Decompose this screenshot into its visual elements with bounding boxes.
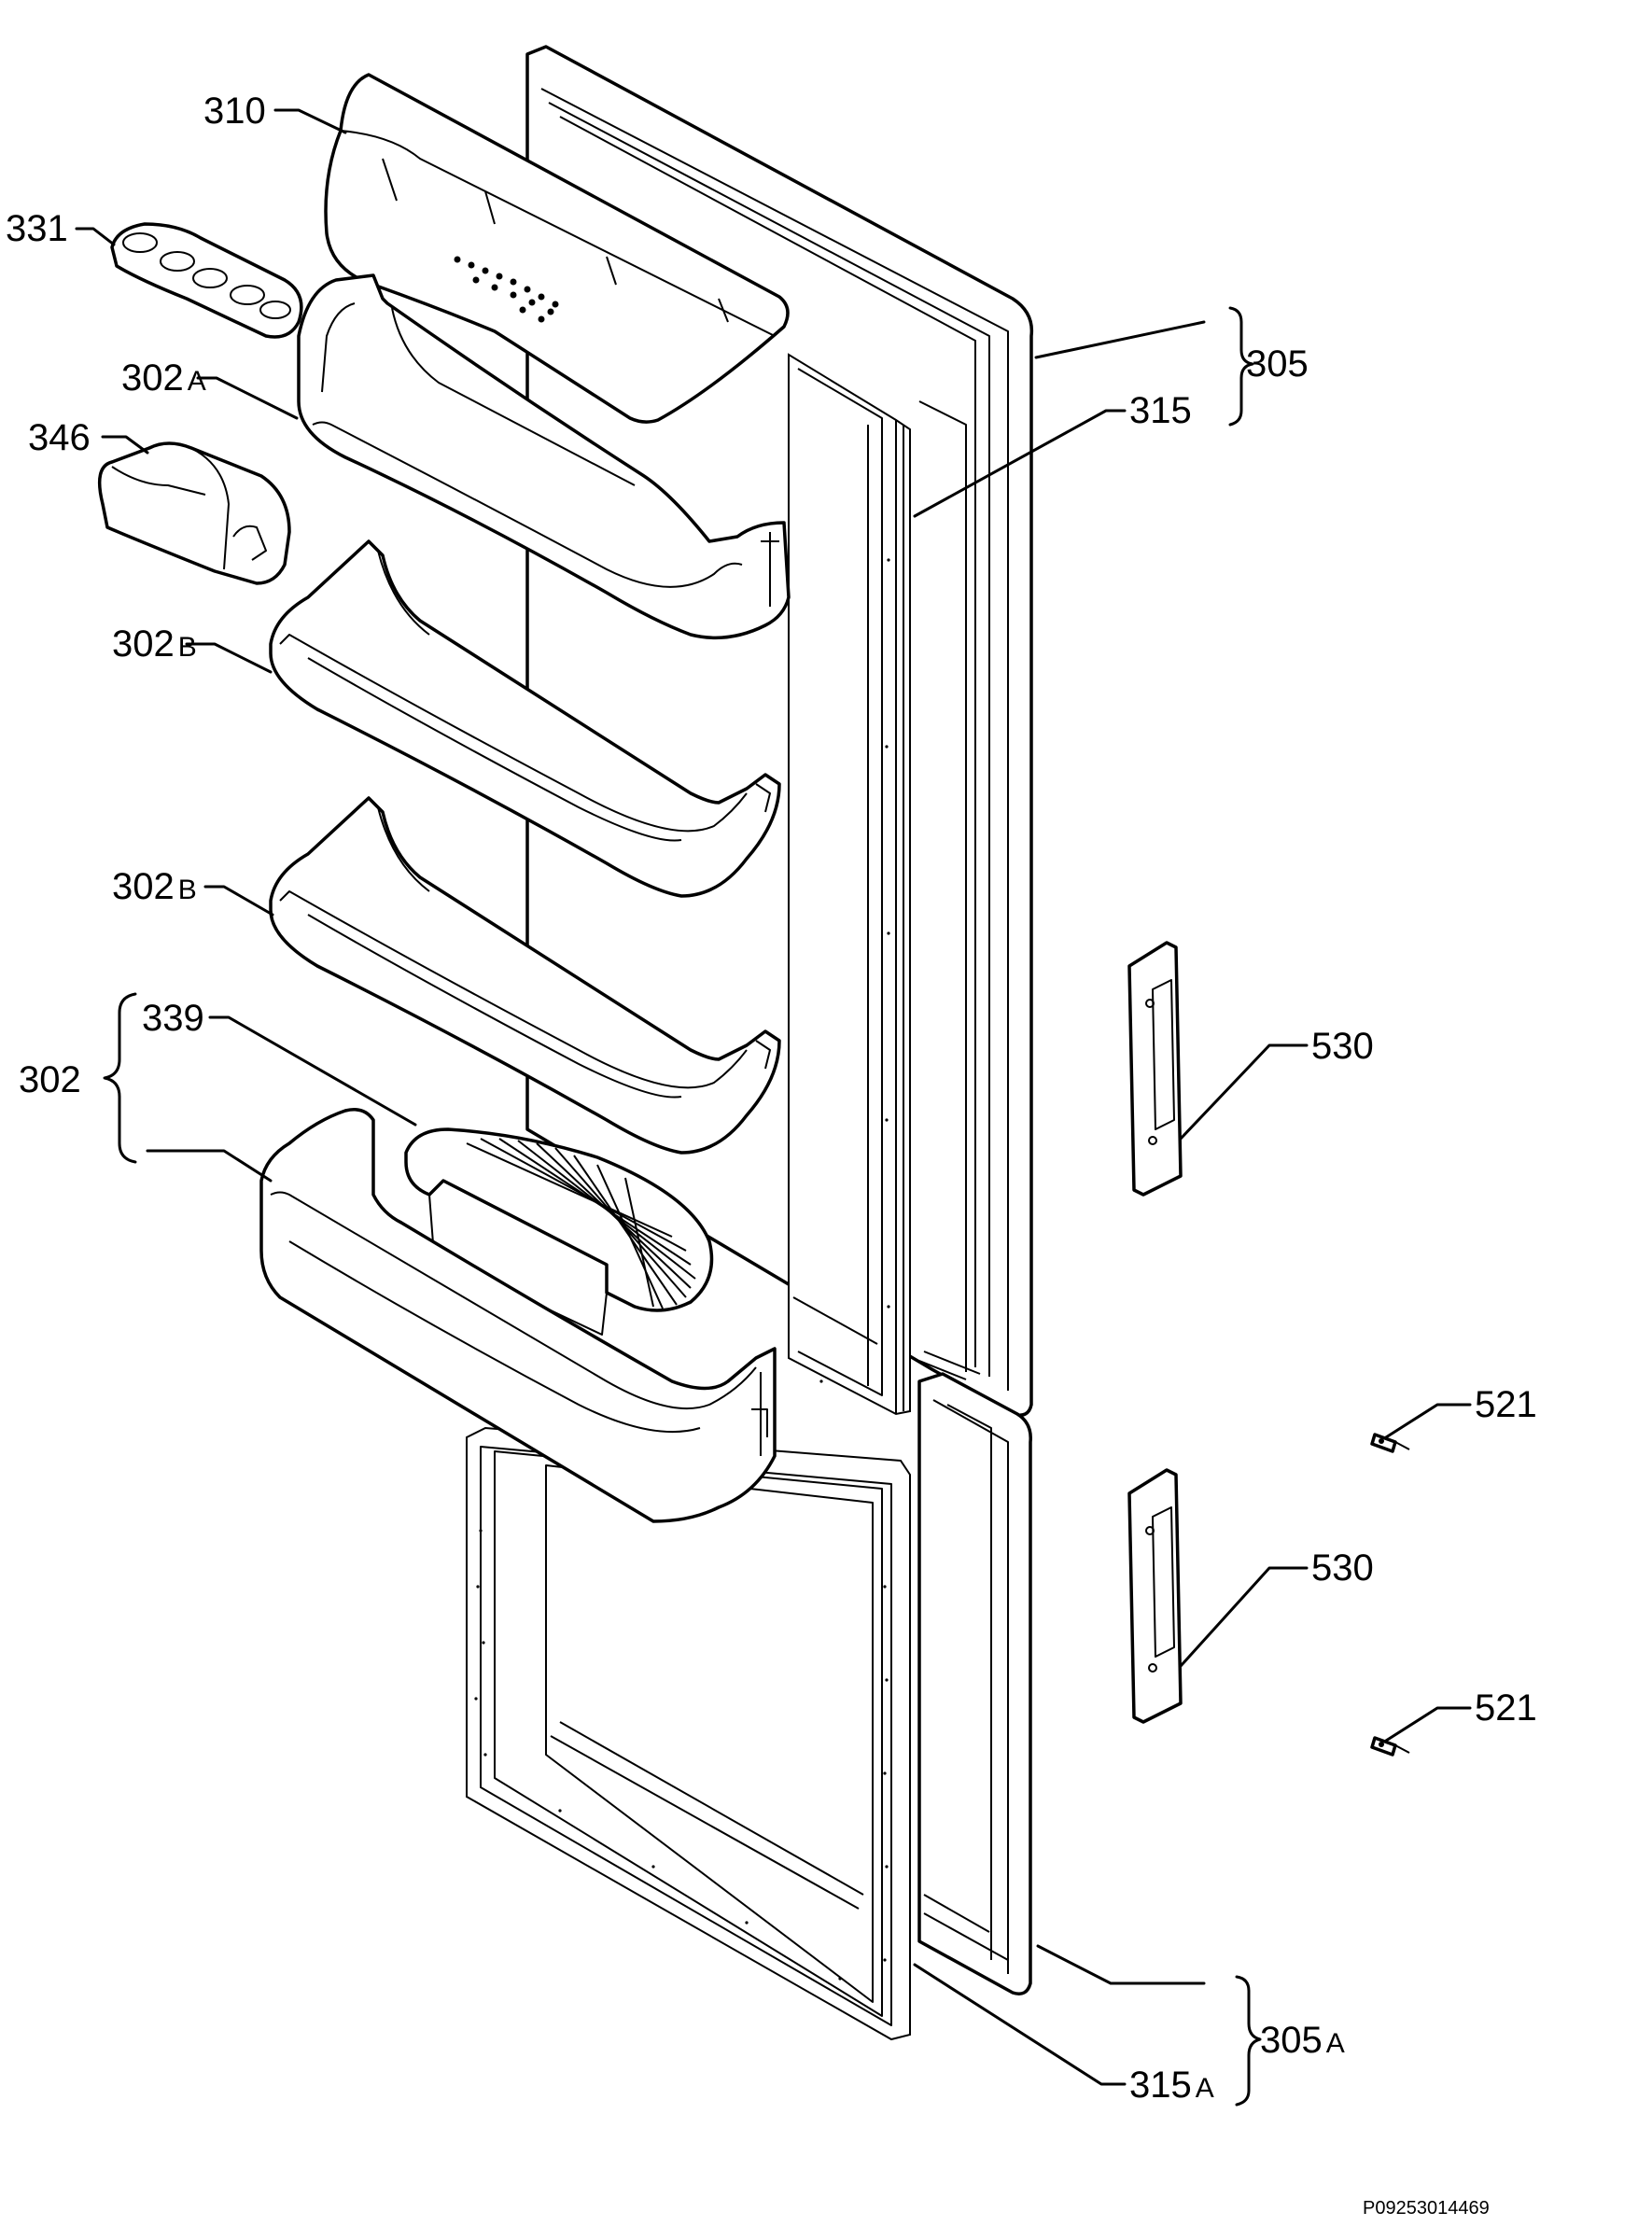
screw-521-lower bbox=[1370, 1736, 1410, 1757]
dairy-compartment-lid-310 bbox=[324, 73, 790, 424]
label-346: 346 bbox=[28, 417, 91, 458]
drawing-code: P09253014469 bbox=[1363, 2198, 1490, 2219]
label-521-upper: 521 bbox=[1475, 1384, 1537, 1425]
label-315: 315 bbox=[1129, 390, 1192, 431]
lower-door-gasket-315a bbox=[466, 1426, 911, 2041]
lower-door-305a bbox=[917, 1372, 1032, 1995]
braces bbox=[103, 306, 1262, 2107]
door-shelf-302b-lower bbox=[269, 796, 781, 1155]
egg-tray-331 bbox=[110, 222, 303, 339]
label-521-lower: 521 bbox=[1475, 1687, 1537, 1729]
label-339: 339 bbox=[142, 998, 204, 1039]
label-331: 331 bbox=[6, 208, 68, 249]
hinge-cover-530-lower bbox=[1127, 1468, 1183, 1724]
leader-lines bbox=[75, 108, 1472, 2086]
door-shelf-302b-upper bbox=[269, 539, 781, 898]
label-310: 310 bbox=[203, 91, 266, 132]
label-305: 305 bbox=[1246, 343, 1309, 385]
label-530-upper: 530 bbox=[1311, 1026, 1374, 1067]
label-530-lower: 530 bbox=[1311, 1547, 1374, 1589]
label-302: 302 bbox=[19, 1059, 81, 1100]
bottle-holder-339 bbox=[404, 1127, 714, 1336]
gasket-texture bbox=[474, 558, 890, 1981]
door-shelf-302a bbox=[297, 273, 791, 640]
upper-door-gasket-315 bbox=[788, 353, 911, 1416]
butter-dish-346 bbox=[97, 441, 291, 585]
bottle-shelf-302 bbox=[259, 1108, 777, 1523]
screw-521-upper bbox=[1370, 1433, 1410, 1453]
hinge-cover-530-upper bbox=[1127, 941, 1183, 1197]
